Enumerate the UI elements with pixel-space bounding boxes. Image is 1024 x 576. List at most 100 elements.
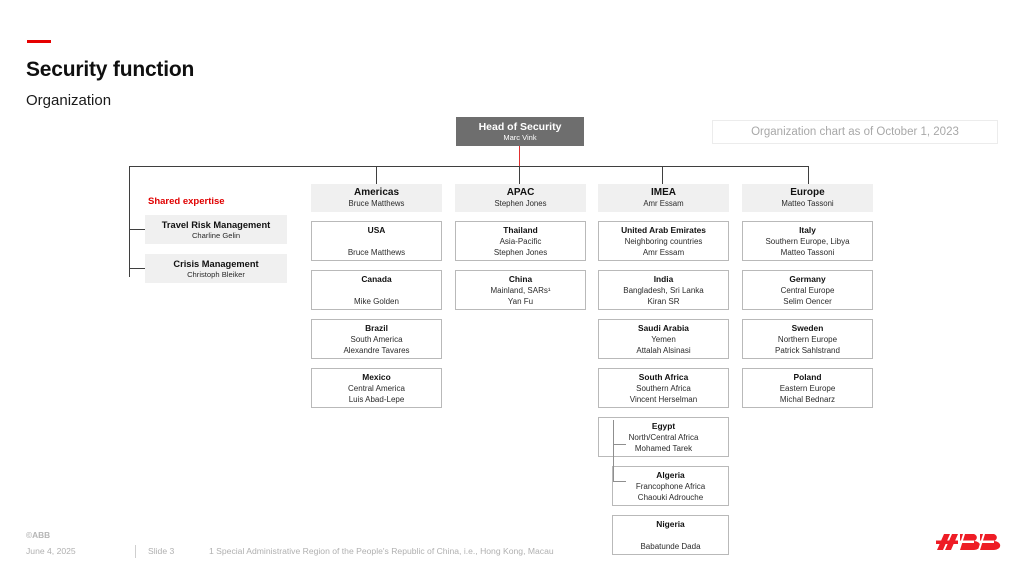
unit-person: Vincent Herselman: [629, 394, 698, 404]
connector-stub-travel-risk: [129, 229, 145, 231]
unit-scope: Neighboring countries: [624, 236, 703, 246]
node-role: Crisis Management: [173, 258, 259, 269]
unit-name: Thailand: [503, 224, 538, 235]
region-person: Matteo Tassoni: [781, 199, 834, 208]
region-header-americas[interactable]: Americas Bruce Matthews: [311, 184, 442, 212]
region-header-apac[interactable]: APAC Stephen Jones: [455, 184, 586, 212]
region-name: APAC: [506, 187, 535, 198]
node-travel-risk-management[interactable]: Travel Risk Management Charline Gelin: [145, 215, 287, 244]
shared-expertise-label: Shared expertise: [148, 196, 225, 207]
unit-name: Sweden: [791, 322, 824, 333]
unit-scope: South America: [350, 334, 403, 344]
unit-person: Michal Bednarz: [779, 394, 836, 404]
unit-scope: Northern Europe: [777, 334, 838, 344]
unit-person: Babatunde Dada: [640, 541, 701, 551]
unit-name: Algeria: [656, 469, 685, 480]
node-person: Christoph Bleiker: [187, 269, 245, 279]
unit-person: Luis Abad-Lepe: [348, 394, 405, 404]
connector-drop-europe: [808, 167, 810, 185]
unit-name: Mexico: [362, 371, 391, 382]
connector-drop-imea: [662, 167, 664, 185]
region-header-europe[interactable]: Europe Matteo Tassoni: [742, 184, 873, 212]
unit-person: Kiran SR: [647, 296, 680, 306]
node-role: Head of Security: [478, 120, 562, 133]
region-name: Americas: [353, 187, 400, 198]
unit-person: Yan Fu: [507, 296, 534, 306]
unit-person: Selim Oencer: [783, 296, 832, 306]
unit-name: Brazil: [365, 322, 388, 333]
node-person: Marc Vink: [503, 132, 537, 142]
unit-name: United Arab Emirates: [621, 224, 706, 235]
unit-name: Poland: [793, 371, 822, 382]
page-title: Security function: [26, 58, 195, 81]
region-person: Stephen Jones: [494, 199, 547, 208]
footer-copyright: ©ABB: [26, 530, 51, 540]
unit-scope: Mainland, SARs¹: [490, 285, 551, 295]
date-banner-text: Organization chart as of October 1, 2023: [751, 126, 959, 138]
unit-person: Bruce Matthews: [347, 247, 406, 257]
connector-egypt-children: [613, 420, 615, 481]
unit-scope: Southern Europe, Libya: [765, 236, 850, 246]
unit-person: Mike Golden: [354, 296, 399, 306]
node-head-of-security[interactable]: Head of Security Marc Vink: [456, 117, 584, 146]
region-name: Europe: [790, 187, 825, 198]
unit-scope: Francophone Africa: [635, 481, 706, 491]
unit-person: Alexandre Tavares: [343, 345, 410, 355]
connector-bus: [129, 166, 809, 168]
node-crisis-management[interactable]: Crisis Management Christoph Bleiker: [145, 254, 287, 283]
unit-person: Amr Essam: [642, 247, 685, 257]
footer-footnote: 1 Special Administrative Region of the P…: [209, 546, 554, 556]
unit-scope: North/Central Africa: [628, 432, 699, 442]
unit-scope: Southern Africa: [636, 383, 691, 393]
unit-name: USA: [367, 224, 386, 235]
unit-scope: Yemen: [651, 334, 676, 344]
unit-scope: Central America: [348, 383, 405, 393]
unit-person: Mohamed Tarek: [634, 443, 693, 453]
accent-bar: [27, 40, 51, 43]
node-role: Travel Risk Management: [161, 219, 271, 230]
unit-scope: Eastern Europe: [779, 383, 836, 393]
region-person: Bruce Matthews: [348, 199, 405, 208]
unit-name: Italy: [799, 224, 816, 235]
abb-logo: [936, 534, 1001, 550]
connector-stub-crisis: [129, 268, 145, 270]
unit-name: Nigeria: [656, 518, 685, 529]
connector-stub-nigeria: [613, 481, 626, 483]
region-header-imea[interactable]: IMEA Amr Essam: [598, 184, 729, 212]
region-person: Amr Essam: [643, 199, 684, 208]
connector-drop-apac: [519, 167, 521, 185]
node-person: Charline Gelin: [191, 230, 241, 240]
connector-drop-shared: [129, 167, 131, 277]
unit-name: Germany: [789, 273, 826, 284]
column-americas: Americas Bruce Matthews USA Bruce Matthew…: [311, 184, 442, 417]
date-banner: Organization chart as of October 1, 2023: [712, 120, 998, 144]
unit-scope: Asia-Pacific: [499, 236, 542, 246]
unit-name: South Africa: [638, 371, 689, 382]
unit-person: Chaouki Adrouche: [637, 492, 704, 502]
node-unit[interactable]: USA Bruce Matthews: [311, 221, 442, 261]
unit-scope: Central Europe: [780, 285, 835, 295]
